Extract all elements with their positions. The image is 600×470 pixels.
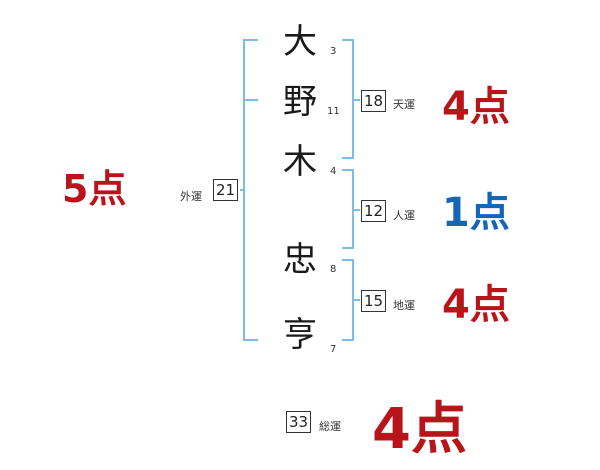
soukaku-label: 総運 <box>319 420 341 433</box>
tenkaku-label: 天運 <box>393 98 415 111</box>
gaikaku-label: 外運 <box>180 190 202 203</box>
chikaku-label: 地運 <box>393 299 415 312</box>
stroke-count-5: 7 <box>330 344 337 355</box>
outer-bracket <box>243 39 258 341</box>
name-char-2: 野 <box>283 82 317 122</box>
tenkaku-bracket <box>342 39 354 159</box>
gaikaku-score: 5点 <box>62 167 127 211</box>
name-char-1: 大 <box>283 22 317 62</box>
stroke-count-1: 3 <box>330 46 337 57</box>
chikaku-bracket <box>342 259 354 341</box>
stroke-count-2: 11 <box>327 106 340 117</box>
name-char-3: 木 <box>283 142 317 182</box>
stroke-count-4: 8 <box>330 264 337 275</box>
chikaku-value: 15 <box>361 290 386 312</box>
tenkaku-value: 18 <box>361 90 386 112</box>
name-char-4: 忠 <box>283 240 317 280</box>
soukaku-value: 33 <box>286 411 311 433</box>
soukaku-score: 4点 <box>372 397 467 462</box>
stroke-count-3: 4 <box>330 166 337 177</box>
chikaku-score: 4点 <box>442 282 510 328</box>
gaikaku-value: 21 <box>213 179 238 201</box>
jinkaku-score: 1点 <box>442 190 510 236</box>
name-char-5: 亨 <box>283 315 317 355</box>
jinkaku-value: 12 <box>361 200 386 222</box>
jinkaku-label: 人運 <box>393 209 415 222</box>
tenkaku-score: 4点 <box>442 84 510 130</box>
jinkaku-bracket <box>342 169 354 249</box>
